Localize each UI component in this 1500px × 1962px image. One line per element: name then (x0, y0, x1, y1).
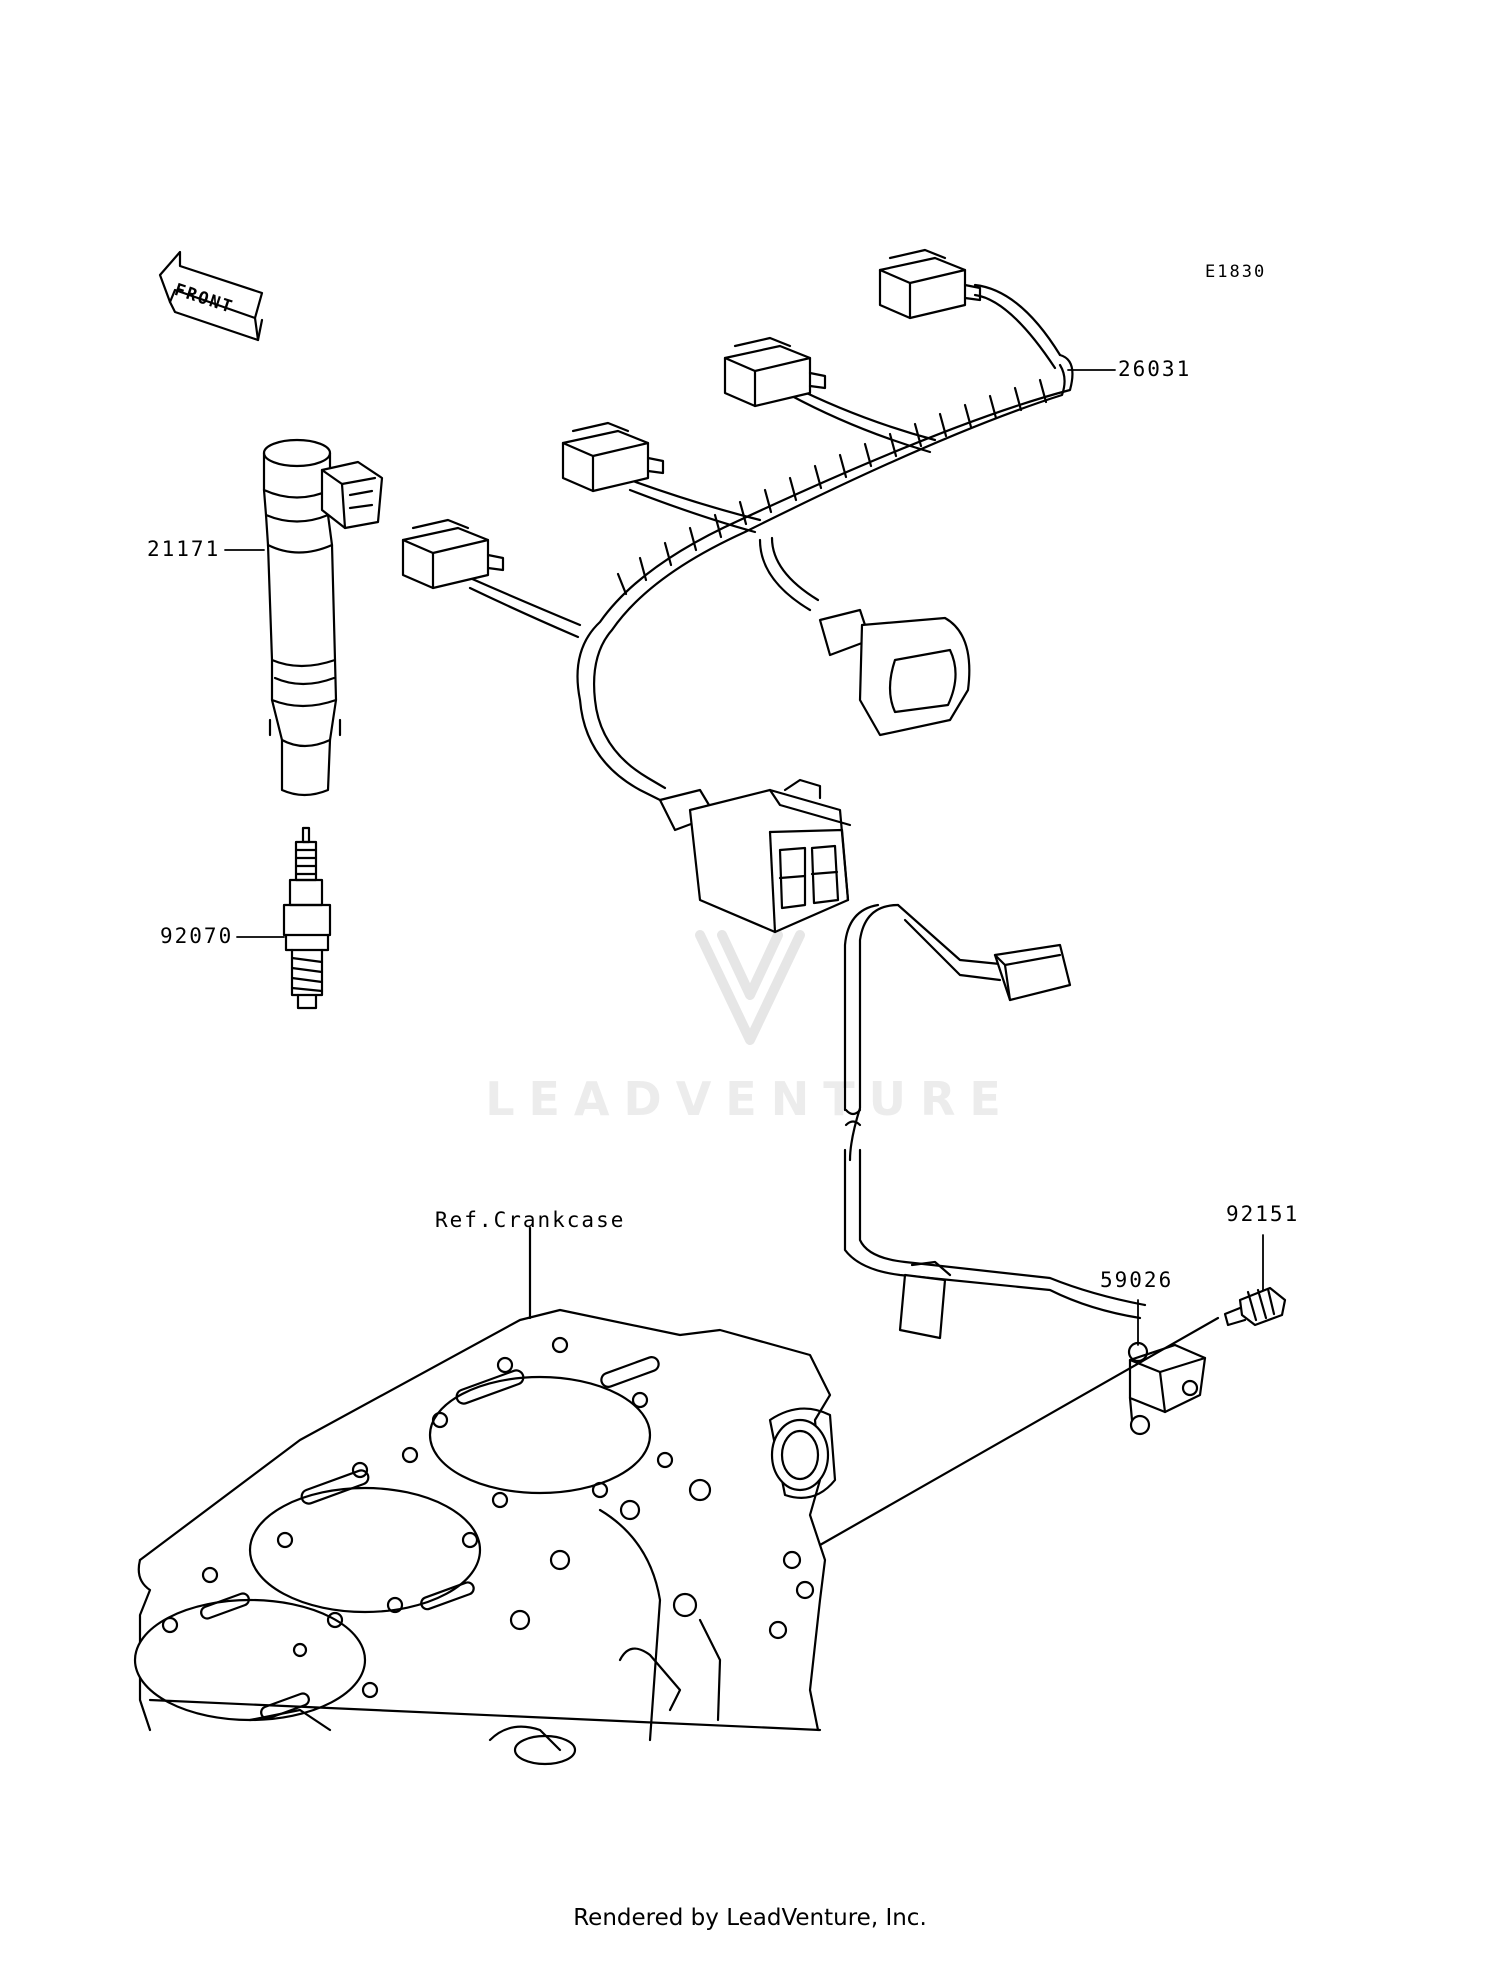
wiring-harness (401, 248, 1074, 934)
watermark-logo (695, 930, 805, 1045)
footer-credit: Rendered by LeadVenture, Inc. (573, 1905, 927, 1931)
leader-lines (224, 369, 1264, 1346)
ignition-coil (262, 438, 384, 797)
part-label-21171: 21171 (147, 537, 221, 561)
pickup-coil-assembly (818, 903, 1220, 1547)
part-label-92151: 92151 (1226, 1202, 1300, 1226)
harness-connector-right (818, 608, 971, 737)
watermark-text: LEADVENTURE (485, 1072, 1015, 1126)
front-arrow-icon (158, 250, 264, 342)
screw (1223, 1286, 1287, 1327)
coil-connector-3 (561, 421, 665, 493)
coil-connector-2 (723, 336, 827, 408)
diagram-code: E1830 (1205, 262, 1267, 282)
crankcase (133, 1226, 837, 1766)
part-label-crankcase: Ref.Crankcase (435, 1208, 626, 1232)
coil-connector-1 (878, 248, 982, 320)
part-label-26031: 26031 (1118, 357, 1192, 381)
part-label-92070: 92070 (160, 924, 234, 948)
harness-main-connector (658, 778, 852, 934)
part-label-59026: 59026 (1100, 1268, 1174, 1292)
coil-connector-4 (401, 518, 505, 590)
spark-plug (282, 826, 332, 1010)
